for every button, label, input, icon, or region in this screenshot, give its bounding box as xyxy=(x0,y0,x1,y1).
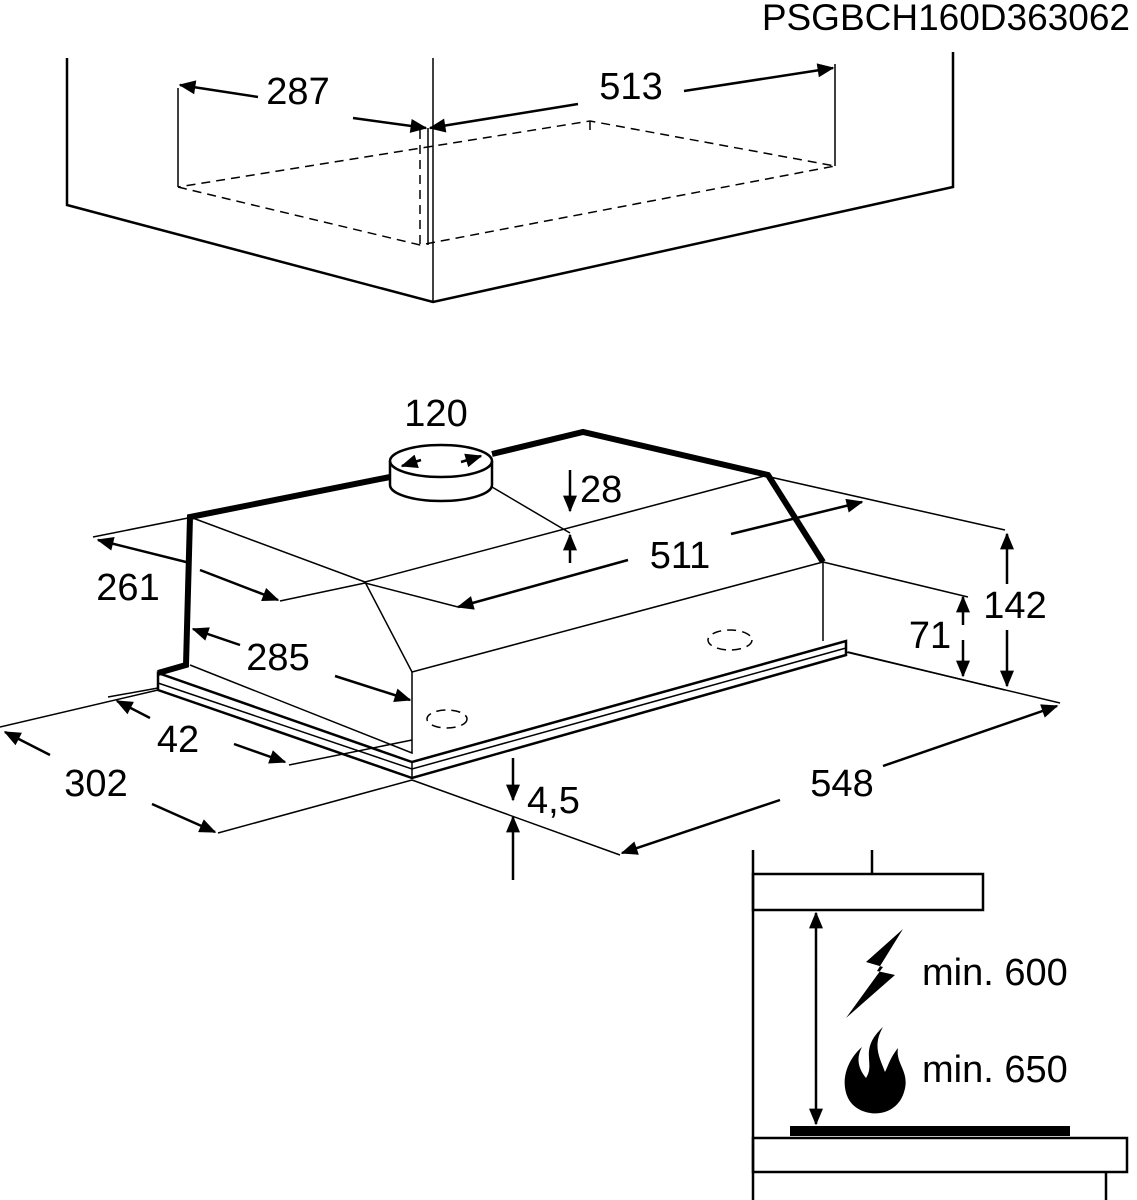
frame-thickness-label: 4,5 xyxy=(527,780,580,822)
cabinet-depth-dimension: 287 xyxy=(178,71,428,133)
total-width-dimension xyxy=(411,651,1061,856)
total-width-label: 548 xyxy=(810,763,873,805)
top-width-label: 511 xyxy=(650,535,711,577)
hood-symbol xyxy=(751,872,985,912)
top-width-dimension xyxy=(456,476,1006,610)
front-strip-dimension xyxy=(107,687,413,766)
total-height-label: 142 xyxy=(983,585,1046,627)
gas-clearance-label: min. 650 xyxy=(922,1049,1068,1091)
body-height-label: 71 xyxy=(909,615,951,657)
duct-diameter-label: 120 xyxy=(404,393,467,435)
cabinet-width-label: 513 xyxy=(599,66,662,108)
duct-collar xyxy=(388,443,571,534)
inner-depth-dimension xyxy=(191,582,459,702)
top-depth-label: 261 xyxy=(96,567,159,609)
total-depth-dimension xyxy=(0,689,413,834)
clearance-diagram xyxy=(751,850,1129,1200)
inner-depth-label: 285 xyxy=(246,637,309,679)
total-depth-label: 302 xyxy=(64,763,127,805)
top-depth-dimension xyxy=(92,517,366,602)
hood-body xyxy=(156,428,848,780)
vent-holes xyxy=(426,629,753,729)
cabinet-cutout xyxy=(177,64,836,246)
body-height-dimension xyxy=(822,561,970,678)
hob-burner xyxy=(790,1126,1070,1136)
document-code: PSGBCH160D363062 xyxy=(762,0,1130,38)
cabinet-depth-label: 287 xyxy=(266,71,329,113)
cabinet-width-dimension: 513 xyxy=(428,63,835,133)
lightning-bolt-icon xyxy=(846,929,903,1018)
duct-height-label: 28 xyxy=(580,469,622,511)
cooktop-symbol xyxy=(751,1136,1129,1174)
front-strip-label: 42 xyxy=(157,719,199,761)
cabinet-outline xyxy=(65,52,955,304)
electric-clearance-label: min. 600 xyxy=(922,952,1068,994)
flame-icon xyxy=(844,1027,906,1114)
